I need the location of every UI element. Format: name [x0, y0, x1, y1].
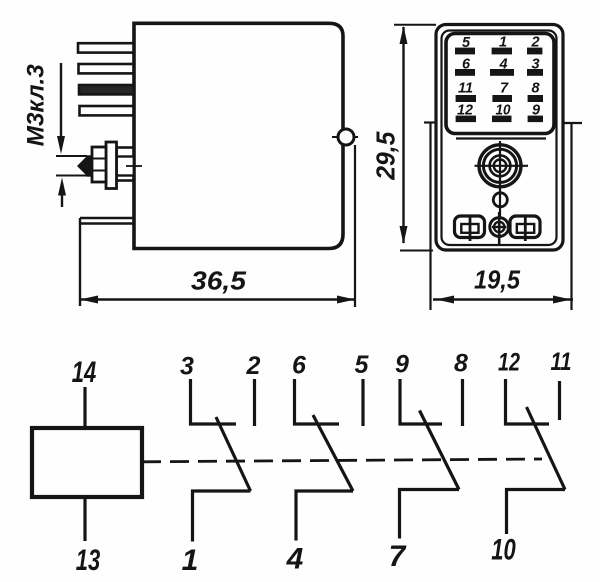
svg-text:М3кл.3: М3кл.3 — [22, 64, 49, 147]
svg-text:1: 1 — [499, 35, 507, 51]
svg-text:1: 1 — [182, 544, 199, 577]
svg-text:6: 6 — [462, 57, 471, 73]
svg-text:5: 5 — [462, 35, 471, 51]
svg-text:8: 8 — [531, 81, 540, 97]
svg-text:9: 9 — [532, 103, 540, 119]
svg-text:2: 2 — [530, 35, 539, 51]
svg-text:10: 10 — [496, 103, 511, 119]
svg-text:12: 12 — [498, 349, 520, 377]
svg-text:7: 7 — [500, 81, 509, 97]
svg-text:8: 8 — [454, 350, 468, 378]
svg-text:7: 7 — [389, 540, 407, 573]
svg-text:11: 11 — [551, 348, 572, 376]
svg-text:3: 3 — [531, 57, 539, 73]
svg-text:36,5: 36,5 — [191, 266, 247, 296]
svg-text:13: 13 — [76, 544, 101, 577]
svg-text:10: 10 — [491, 534, 516, 567]
svg-text:29,5: 29,5 — [370, 131, 400, 180]
svg-text:2: 2 — [246, 352, 261, 380]
svg-text:6: 6 — [292, 352, 307, 380]
svg-text:11: 11 — [458, 81, 473, 97]
svg-text:4: 4 — [498, 57, 507, 73]
svg-text:4: 4 — [286, 543, 304, 576]
svg-text:5: 5 — [355, 351, 370, 379]
svg-text:14: 14 — [72, 356, 97, 389]
svg-text:12: 12 — [457, 103, 473, 119]
svg-text:9: 9 — [395, 351, 409, 379]
svg-text:3: 3 — [180, 353, 194, 381]
svg-text:19,5: 19,5 — [474, 265, 520, 295]
